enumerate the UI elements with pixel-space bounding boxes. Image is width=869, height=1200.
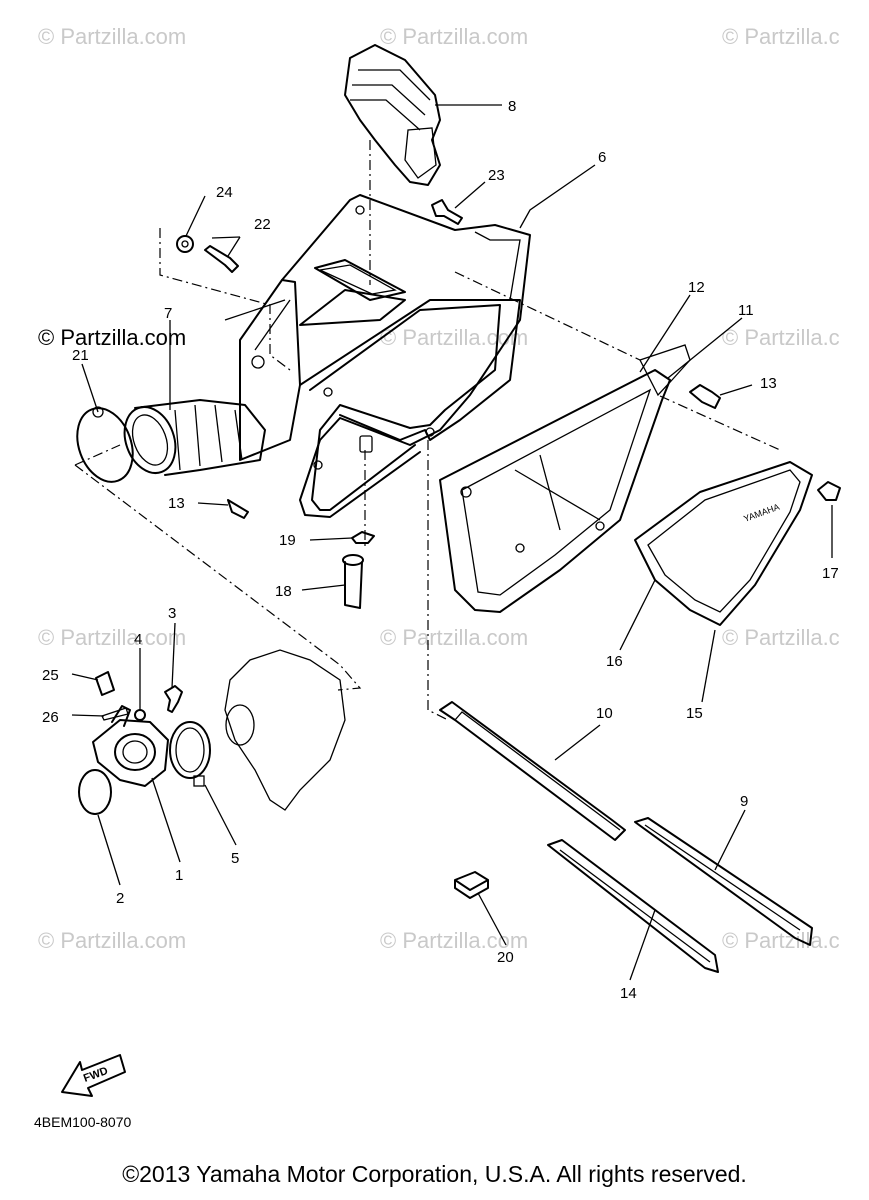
leader-lines (71, 104, 833, 981)
intake-opening (299, 289, 406, 326)
watermark-3: © Partzilla.c (722, 24, 840, 49)
callout-6: 6 (598, 149, 606, 166)
watermark-12: © Partzilla.c (722, 928, 840, 953)
part-24-nut (176, 235, 194, 253)
callout-9: 9 (740, 793, 748, 810)
callout-16: 16 (606, 653, 623, 670)
callout-8: 8 (508, 98, 516, 115)
part-1-carb-joint (92, 705, 169, 787)
watermarks: © Partzilla.com © Partzilla.com © Partzi… (38, 24, 840, 953)
callout-10: 10 (596, 705, 613, 722)
callout-24: 24 (216, 184, 233, 201)
part-4-washer (134, 709, 146, 721)
watermark-2: © Partzilla.com (380, 24, 528, 49)
callout-11: 11 (738, 302, 754, 319)
part-10-filter-element (439, 701, 626, 841)
callout-5: 5 (231, 850, 239, 867)
callout-14: 14 (620, 985, 637, 1002)
part-25-cap (95, 671, 115, 696)
part-22-bolt (204, 245, 239, 273)
part-18-drain-tube (342, 554, 364, 609)
part-17-screw (817, 481, 841, 501)
callout-17: 17 (822, 565, 839, 582)
watermark-5: © Partzilla.com (380, 325, 528, 350)
callout-13-lower: 13 (168, 495, 185, 512)
part-23-bolt (431, 199, 463, 225)
callout-26: 26 (42, 709, 59, 726)
watermark-7: © Partzilla.com (38, 625, 186, 650)
part-2-o-ring (78, 769, 112, 815)
part-12-filter-cage (439, 369, 671, 613)
callout-4: 4 (134, 631, 142, 648)
part-13-bolt-upper (689, 384, 721, 409)
callout-25: 25 (42, 667, 59, 684)
watermark-6: © Partzilla.c (722, 325, 840, 350)
watermark-4: © Partzilla.com (38, 325, 186, 350)
carburetor-outline (224, 649, 346, 811)
callout-18: 18 (275, 583, 292, 600)
copyright-notice: ©2013 Yamaha Motor Corporation, U.S.A. A… (122, 1161, 747, 1187)
part-20-block (454, 871, 489, 899)
callouts: 8 6 23 24 22 7 21 12 11 13 13 17 19 18 1… (42, 98, 839, 1002)
part-15-side-cover: YAMAHA (634, 461, 813, 626)
watermark-8: © Partzilla.com (380, 625, 528, 650)
callout-2: 2 (116, 890, 124, 907)
part-8-intake-duct (344, 44, 441, 186)
part-3-screw (164, 685, 183, 713)
callout-22: 22 (254, 216, 271, 233)
diagram-code: 4BEM100-8070 (34, 1114, 132, 1130)
callout-15: 15 (686, 705, 703, 722)
part-5-band (169, 721, 211, 787)
callout-13-upper: 13 (760, 375, 777, 392)
part-14-frame (547, 839, 719, 973)
yamaha-logo-text: YAMAHA (742, 502, 781, 524)
part-6-air-box (224, 194, 531, 518)
carburetor-port (225, 704, 255, 746)
callout-21: 21 (72, 347, 89, 364)
part-21-clamp (76, 406, 134, 483)
watermark-9: © Partzilla.c (722, 625, 840, 650)
callout-12: 12 (688, 279, 705, 296)
callout-3: 3 (168, 605, 176, 622)
callout-7: 7 (164, 305, 172, 322)
watermark-10: © Partzilla.com (38, 928, 186, 953)
part-26-pin (101, 707, 129, 721)
fwd-arrow-icon: FWD (61, 1054, 126, 1097)
part-19-clip (351, 531, 375, 544)
part-7-joint (123, 399, 266, 476)
callout-20: 20 (497, 949, 514, 966)
callout-19: 19 (279, 532, 296, 549)
callout-1: 1 (175, 867, 183, 884)
part-13-bolt-lower (227, 499, 249, 519)
watermark-1: © Partzilla.com (38, 24, 186, 49)
callout-23: 23 (488, 167, 505, 184)
part-11-gasket (639, 344, 691, 397)
part-9-filter-plate (634, 817, 813, 946)
